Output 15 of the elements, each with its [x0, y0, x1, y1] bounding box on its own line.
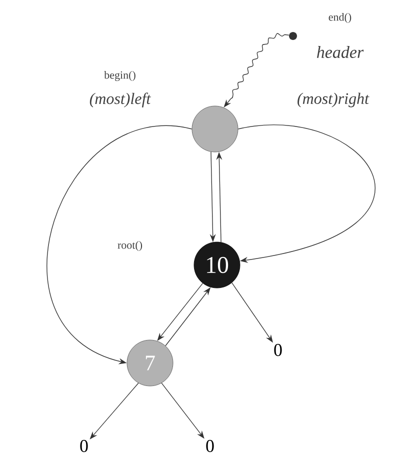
arrow — [238, 124, 376, 263]
dot-node — [289, 32, 297, 40]
node-caption: end() — [328, 13, 352, 23]
leaf-label: 0 — [206, 440, 214, 452]
text-label: begin() — [104, 71, 136, 81]
node-caption: header — [317, 46, 364, 58]
text-label: (most)right — [298, 92, 370, 108]
wavy-arrow — [224, 33, 290, 108]
tree-node: 10 — [194, 242, 240, 288]
tree-node — [192, 106, 238, 152]
leaf-label: 0 — [80, 440, 88, 452]
text-label: (most)left — [90, 92, 151, 108]
text-label: root() — [118, 241, 142, 251]
tree-node: 7 — [126, 340, 174, 386]
leaf-label: 0 — [274, 344, 282, 356]
